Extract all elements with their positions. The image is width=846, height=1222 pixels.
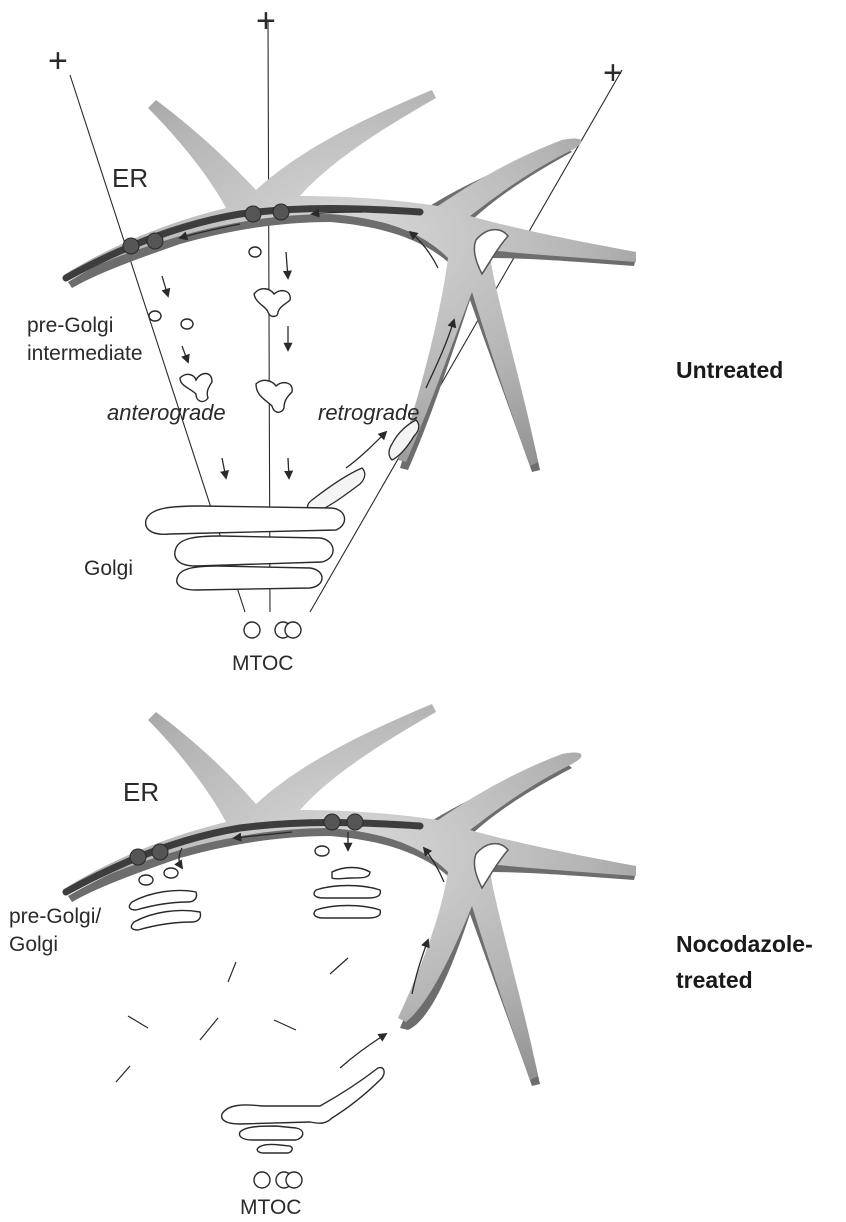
intermediate-cluster [254, 289, 290, 317]
er-label-2: ER [123, 777, 159, 807]
vesicle [249, 247, 261, 257]
exit-bud [152, 844, 168, 860]
exit-bud [273, 204, 289, 220]
plus-end-center: + [256, 2, 276, 40]
golgi-cisterna [175, 536, 333, 566]
mtoc-2: MTOC [240, 1172, 302, 1219]
plus-end-markers: + + + [48, 2, 623, 92]
anterograde-label: anterograde [107, 400, 226, 425]
exit-bud [245, 206, 261, 222]
golgi-cisterna [222, 1068, 384, 1124]
mt-fragment [330, 958, 348, 974]
golgi-cisterna [257, 1144, 292, 1153]
centriole [244, 622, 260, 638]
nocodazole-panel: ER pre-Golgi/ [9, 704, 819, 1219]
nocodazole-treated-label: Nocodazole- treated [676, 931, 819, 993]
nocodazole-line2: treated [676, 967, 753, 993]
vesicle [164, 868, 178, 878]
golgi-cisterna [314, 886, 380, 899]
golgi-label: Golgi [84, 557, 133, 580]
mt-fragment [274, 1020, 296, 1030]
pre-golgi-golgi-label: pre-Golgi/ Golgi [9, 905, 107, 956]
untreated-label: Untreated [676, 357, 783, 383]
golgi-stack: Golgi [84, 506, 345, 590]
retrograde-label: retrograde [318, 400, 420, 425]
centriole [254, 1172, 270, 1188]
mt-fragment [200, 1018, 218, 1040]
centriole [285, 622, 301, 638]
exit-bud [347, 814, 363, 830]
golgi-cisterna [314, 906, 380, 919]
exit-bud [123, 238, 139, 254]
golgi-remnant [222, 1068, 384, 1153]
mtoc-label: MTOC [232, 652, 293, 675]
microtubule-fragments [116, 958, 348, 1082]
plus-end-left: + [48, 42, 68, 80]
peripheral-golgi-center [314, 846, 380, 918]
mt-fragment [116, 1066, 130, 1082]
pre-golgi-golgi-line2: Golgi [9, 933, 58, 956]
vesicle [315, 846, 329, 856]
pre-golgi-line2: intermediate [27, 342, 143, 365]
mtoc: MTOC [232, 622, 301, 675]
golgi-cisterna [332, 868, 370, 879]
vesicle [149, 311, 161, 321]
exit-bud [130, 849, 146, 865]
pre-golgi-golgi-line1: pre-Golgi/ [9, 905, 101, 928]
er-label: ER [112, 163, 148, 193]
golgi-cisterna [240, 1126, 303, 1140]
vesicle [181, 319, 193, 329]
golgi-cisterna [146, 506, 345, 534]
golgi-cisterna [129, 890, 196, 910]
exit-bud [147, 233, 163, 249]
pre-golgi-line1: pre-Golgi [27, 314, 113, 337]
intermediate-cluster [256, 380, 292, 412]
mtoc-label-2: MTOC [240, 1196, 301, 1219]
golgi-cisterna [177, 566, 322, 590]
centriole [286, 1172, 302, 1188]
plus-end-right: + [603, 54, 623, 92]
vesicle [139, 875, 153, 885]
peripheral-golgi-left [129, 868, 200, 930]
pre-golgi-intermediate-label: pre-Golgi intermediate [27, 314, 143, 365]
mt-fragment [128, 1016, 148, 1028]
nocodazole-line1: Nocodazole- [676, 931, 813, 957]
mt-fragment [228, 962, 236, 982]
intermediate-cluster [180, 374, 212, 402]
exit-bud [324, 814, 340, 830]
golgi-cisterna [131, 910, 200, 930]
microtubule-right [310, 70, 622, 612]
untreated-panel: + + + ER [27, 2, 783, 675]
